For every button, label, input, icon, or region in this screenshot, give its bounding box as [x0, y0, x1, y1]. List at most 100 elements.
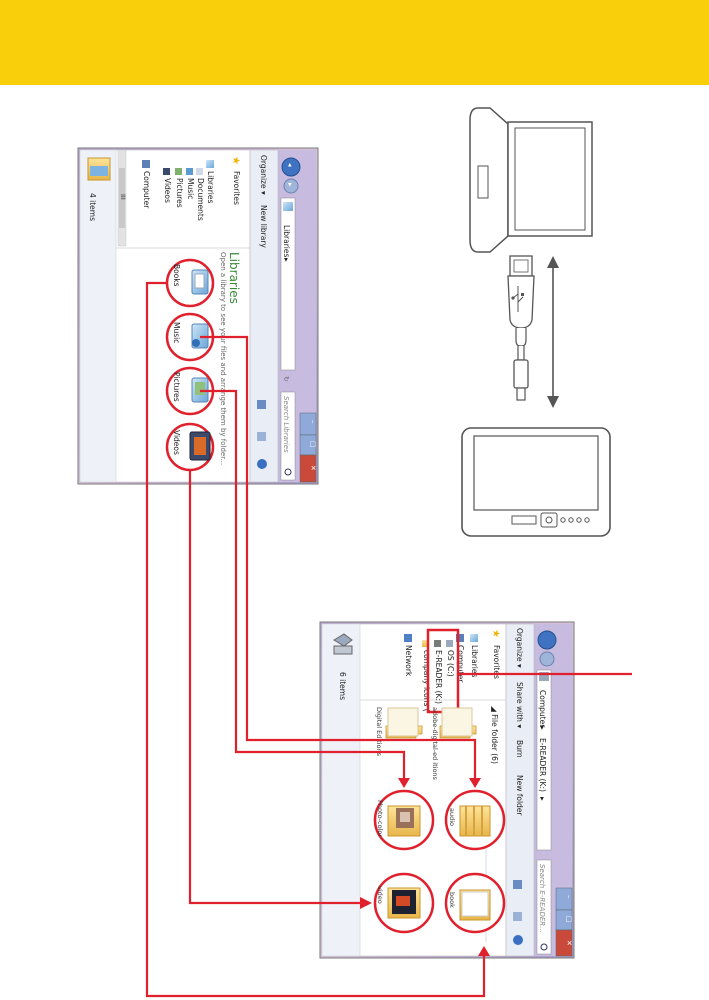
nav-libraries[interactable]: Libraries: [206, 171, 215, 203]
search-input-2[interactable]: [536, 859, 552, 955]
nav-pictures[interactable]: Pictures: [175, 178, 184, 208]
ereader-window: – □ ✕ Computer ▸ E-READER (K:) ▸ Search …: [319, 621, 575, 959]
help-icon-2[interactable]: [513, 935, 523, 945]
nav-music[interactable]: Music: [186, 178, 195, 199]
preview-pane-icon[interactable]: [257, 432, 266, 441]
burn-button[interactable]: Burn: [515, 740, 524, 758]
search-placeholder-2: Search E-READER...: [538, 864, 546, 933]
group-header: ◢ File folder (6): [490, 706, 499, 764]
status-items: 4 items: [88, 193, 97, 221]
ereader-device-icon: [461, 427, 611, 537]
nav2-ereader[interactable]: E-READER (K:): [434, 650, 443, 704]
window2-controls[interactable]: – □ ✕: [555, 887, 573, 957]
nav2-favorites[interactable]: Favorites: [492, 645, 501, 679]
organize-button-2[interactable]: Organize ▾: [515, 628, 524, 668]
close-icon-2[interactable]: ✕: [565, 940, 573, 946]
nav-documents[interactable]: Documents: [196, 178, 205, 221]
address-computer[interactable]: Computer: [538, 690, 547, 728]
nav-favorites[interactable]: Favorites: [232, 171, 241, 205]
address-chevron-2b[interactable]: ▸: [538, 797, 547, 801]
help-icon[interactable]: [257, 459, 267, 469]
folder-digital-label: Digital Editions: [375, 707, 383, 757]
back-button-2[interactable]: [537, 630, 557, 650]
forward-button[interactable]: [283, 178, 299, 194]
folder-book-label: book: [448, 892, 456, 908]
network-icon: [404, 634, 412, 642]
scroll-grip: III: [119, 194, 127, 200]
books-label: Books: [172, 264, 181, 287]
drive-icon-address: [539, 672, 549, 681]
nav2-computer[interactable]: Computer: [456, 645, 465, 683]
nav2-libraries[interactable]: Libraries: [470, 645, 479, 677]
folder-adobe[interactable]: adobe-digital-ed itions: [431, 707, 477, 781]
nav-computer[interactable]: Computer: [142, 171, 151, 209]
nav2-os[interactable]: OS (C:): [446, 650, 455, 677]
view-icon-2[interactable]: [513, 880, 522, 889]
status-drive-icon: [333, 633, 353, 647]
new-folder-button[interactable]: New folder: [515, 775, 524, 816]
folder-audio[interactable]: audio: [444, 789, 506, 851]
address-bar-2[interactable]: [536, 669, 552, 851]
library-item-music[interactable]: Music: [165, 312, 215, 362]
address-chevron-2a[interactable]: ▸: [538, 726, 547, 730]
usb-cable-icon: [507, 255, 535, 401]
arrow-head-book: [478, 946, 490, 956]
arrow-head-audio: [469, 778, 481, 788]
folder-audio-label: audio: [448, 808, 456, 826]
drive-icon: [434, 640, 441, 647]
maximize-icon-2[interactable]: □: [565, 916, 573, 923]
nav-videos[interactable]: Videos: [163, 178, 172, 203]
nav2-os-icon: [446, 640, 453, 647]
music-label: Music: [172, 322, 181, 343]
folder-photo-label: Photo-color: [376, 800, 384, 837]
nav2-company[interactable]: company icons (: [422, 650, 431, 712]
window1-controls[interactable]: – □ ✕: [299, 412, 317, 483]
status-items-2: 6 items: [338, 672, 347, 700]
scrollbar-thumb[interactable]: [119, 168, 125, 228]
nav2-network[interactable]: Network: [404, 645, 413, 677]
folder-video[interactable]: video: [373, 872, 435, 934]
documents-icon: [196, 168, 203, 175]
preview-pane-icon-2[interactable]: [513, 912, 522, 921]
minimize-icon[interactable]: –: [309, 420, 317, 424]
back-button[interactable]: [281, 157, 301, 177]
share-with-button[interactable]: Share with ▾: [515, 682, 524, 728]
music-nav-icon: [186, 168, 193, 175]
minimize-icon-2[interactable]: –: [565, 895, 573, 899]
library-item-videos[interactable]: Videos: [165, 422, 215, 472]
arrow-head-video: [360, 897, 372, 909]
nav-libraries-icon: [206, 160, 214, 168]
folder-book[interactable]: book: [444, 872, 506, 934]
nav2-libraries-icon: [470, 634, 478, 642]
search-icon: [284, 468, 292, 476]
forward-button-2[interactable]: [539, 651, 555, 667]
library-icon: [283, 202, 293, 211]
search-input[interactable]: [280, 391, 296, 481]
address-ereader[interactable]: E-READER (K:): [538, 738, 547, 792]
address-chevron[interactable]: ▸: [282, 258, 291, 262]
header-band: [0, 0, 709, 85]
folder-video-label: video: [376, 886, 384, 904]
double-arrow-icon: [547, 256, 559, 408]
address-bar[interactable]: [280, 197, 296, 371]
new-library-button[interactable]: New library: [259, 205, 268, 248]
libraries-window: – □ ✕ ◂ ▸ Libraries ▸ Search Libraries ↻…: [77, 147, 319, 485]
close-icon[interactable]: ✕: [309, 465, 317, 471]
nav2-computer-icon: [456, 634, 464, 642]
folder-digital-editions[interactable]: Digital Editions: [375, 707, 423, 757]
forward-arrow-icon: ▸: [286, 183, 294, 187]
folder-photo-color[interactable]: Photo-color: [373, 789, 435, 851]
library-item-books[interactable]: Books: [165, 258, 215, 308]
pictures-nav-icon: [175, 168, 182, 175]
refresh-icon[interactable]: ↻: [282, 376, 290, 382]
folder-adobe-label: adobe-digital-ed itions: [431, 707, 439, 781]
address-libraries[interactable]: Libraries: [282, 225, 291, 257]
maximize-icon[interactable]: □: [309, 441, 317, 448]
laptop-icon: [469, 107, 593, 253]
videos-nav-icon: [163, 168, 170, 175]
pictures-label: Pictures: [172, 372, 181, 402]
library-item-pictures[interactable]: Pictures: [165, 366, 215, 416]
organize-button[interactable]: Organize ▾: [259, 155, 268, 195]
view-icon[interactable]: [257, 400, 266, 409]
